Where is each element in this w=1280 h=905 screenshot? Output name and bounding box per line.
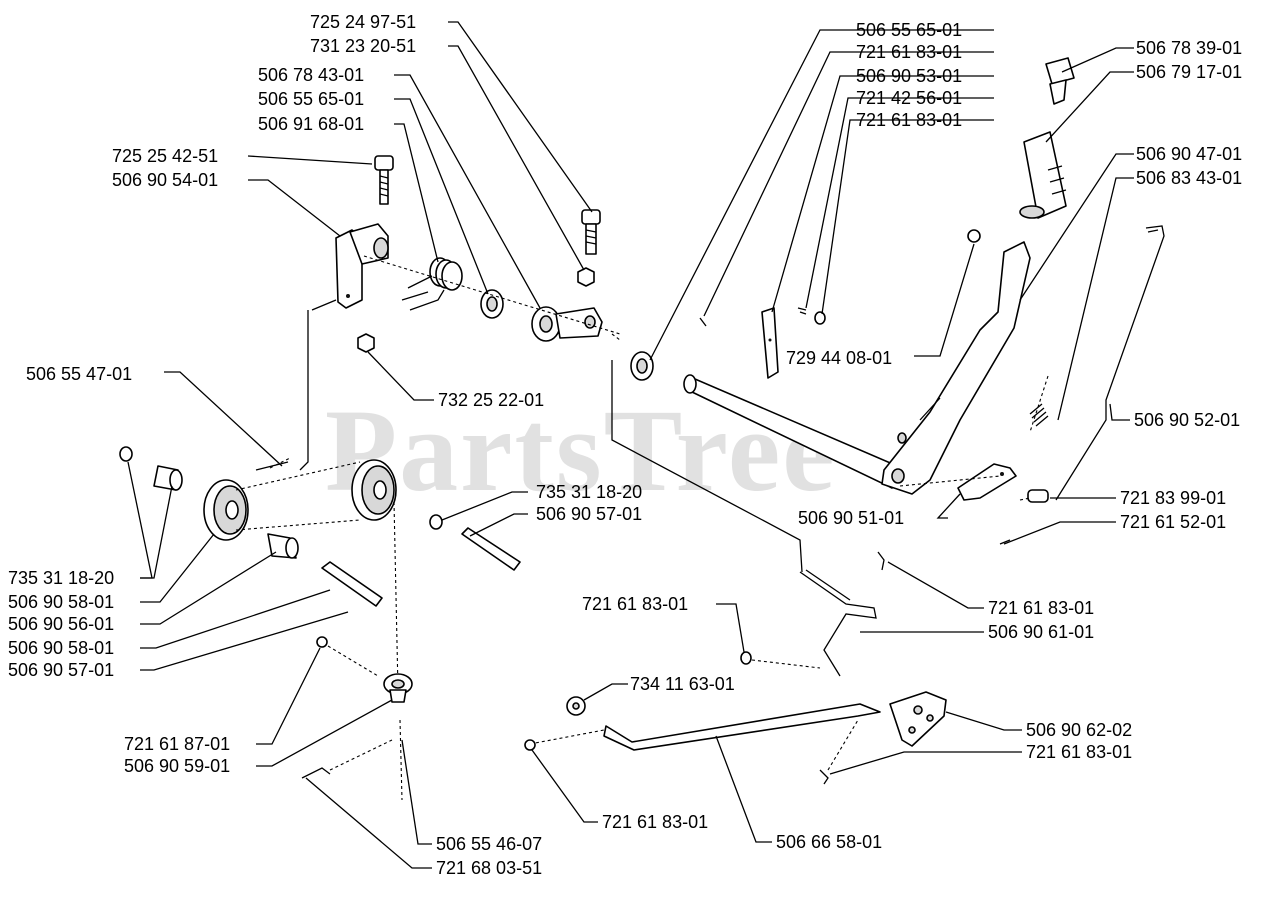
label-506784301: 506 78 43-01 [258, 65, 364, 85]
lever-hub [531, 306, 603, 342]
label-734116301: 734 11 63-01 [630, 674, 735, 694]
detent-plate [761, 307, 779, 379]
label-721618301-c: 721 61 83-01 [582, 594, 688, 614]
label-506906101: 506 90 61-01 [988, 622, 1094, 642]
bolt-top-left [374, 155, 394, 205]
nut-734116301 [566, 696, 586, 716]
label-721618301-b: 721 61 83-01 [856, 110, 962, 130]
label-729440801: 729 44 08-01 [786, 348, 892, 368]
label-731232051: 731 23 20-51 [310, 36, 416, 56]
clip-721680351 [301, 739, 393, 779]
small-pins [699, 307, 826, 327]
chain-sprocket [383, 673, 413, 703]
label-506905801-b: 506 90 58-01 [8, 638, 114, 658]
nut-732 [357, 333, 375, 353]
label-721680351: 721 68 03-51 [436, 858, 542, 878]
label-506665801: 506 66 58-01 [776, 832, 882, 852]
label-721618301-f: 721 61 83-01 [602, 812, 708, 832]
label-506791701: 506 79 17-01 [1136, 62, 1242, 82]
long-rod [1055, 225, 1165, 501]
hand-lever [881, 241, 1031, 495]
label-732252201: 732 25 22-01 [438, 390, 544, 410]
link-rod [799, 569, 877, 677]
label-721618701: 721 61 87-01 [124, 734, 230, 754]
label-506556501-a: 506 55 65-01 [258, 89, 364, 109]
lever-grip [1019, 131, 1067, 219]
leader-lines [127, 21, 1134, 869]
link-bracket [957, 463, 1017, 501]
lever-knob [1045, 57, 1075, 105]
clip-left-link [740, 651, 821, 669]
label-506905101: 506 90 51-01 [798, 508, 904, 528]
triangle-plate [889, 691, 947, 747]
label-506905201: 506 90 52-01 [1134, 410, 1240, 430]
label-721618301-d: 721 61 83-01 [988, 598, 1094, 618]
label-506554701: 506 55 47-01 [26, 364, 132, 384]
clip-link [877, 551, 885, 571]
label-721839901: 721 83 99-01 [1120, 488, 1226, 508]
label-506904701: 506 90 47-01 [1136, 144, 1242, 164]
label-721425601: 721 42 56-01 [856, 88, 962, 108]
construction-lines [299, 255, 1031, 573]
bolt-721839901 [999, 489, 1049, 545]
label-506905801-a: 506 90 58-01 [8, 592, 114, 612]
label-506783901: 506 78 39-01 [1136, 38, 1242, 58]
label-506834301: 506 83 43-01 [1136, 168, 1242, 188]
label-721618301-a: 721 61 83-01 [856, 42, 962, 62]
clip-lower-right [819, 719, 859, 785]
label-506906202: 506 90 62-02 [1026, 720, 1132, 740]
bolt-top-center [577, 209, 601, 287]
label-725254251: 725 25 42-51 [112, 146, 218, 166]
pivot-bracket [335, 223, 389, 309]
label-506905301: 506 90 53-01 [856, 66, 962, 86]
label-725249751: 725 24 97-51 [310, 12, 416, 32]
label-721618301-e: 721 61 83-01 [1026, 742, 1132, 762]
chain [393, 501, 403, 801]
clip-lower-left [524, 739, 536, 751]
label-506905701-a: 506 90 57-01 [536, 504, 642, 524]
belt-lines [235, 457, 361, 531]
label-735311820-a: 735 31 18-20 [536, 482, 642, 502]
pin-721618701 [316, 636, 379, 677]
lower-rod [529, 703, 881, 751]
nut-729 [967, 229, 981, 243]
torsion-spring [401, 257, 463, 311]
label-506905701-b: 506 90 57-01 [8, 660, 114, 680]
label-506916801: 506 91 68-01 [258, 114, 364, 134]
label-506554607: 506 55 46-07 [436, 834, 542, 854]
label-735311820-b: 735 31 18-20 [8, 568, 114, 588]
label-721615201: 721 61 52-01 [1120, 512, 1226, 532]
bushing-left [480, 289, 504, 319]
bushing-right [630, 351, 654, 381]
label-506556501-b: 506 55 65-01 [856, 20, 962, 40]
idler-pulley-right [351, 459, 521, 571]
label-506905601: 506 90 56-01 [8, 614, 114, 634]
part-labels: 725 24 97-51 731 23 20-51 506 78 43-01 5… [8, 12, 1242, 878]
label-506905901: 506 90 59-01 [124, 756, 230, 776]
rod-spring [1029, 375, 1049, 433]
label-506905401: 506 90 54-01 [112, 170, 218, 190]
